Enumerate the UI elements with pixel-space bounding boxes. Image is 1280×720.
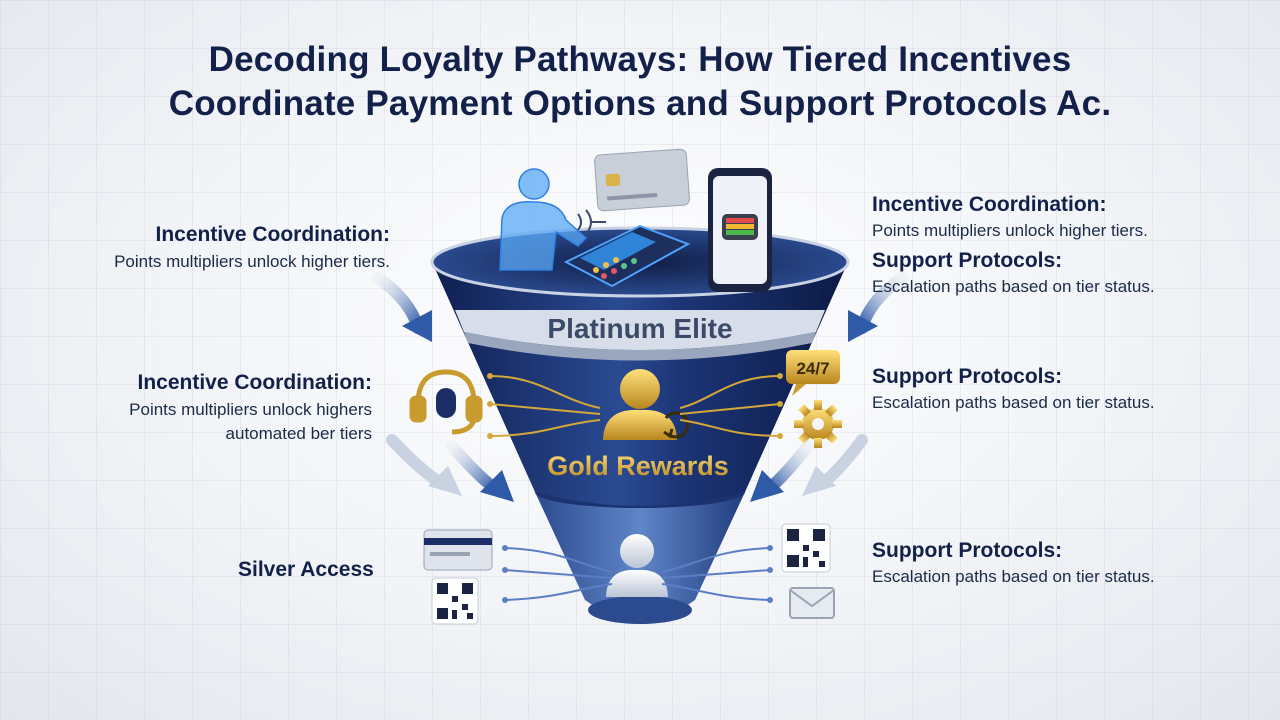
right-block-4-body: Escalation paths based on tier status. — [872, 567, 1155, 586]
gold-connector-lines — [489, 375, 781, 437]
contactless-icon — [577, 209, 606, 235]
badge-text: 24/7 — [796, 359, 829, 378]
silver-user-icon — [606, 534, 668, 597]
tier-label-silver: Silver Access — [238, 558, 374, 581]
title-line-2: Coordinate Payment Options and Support P… — [168, 84, 1112, 123]
headset-icon — [409, 369, 483, 435]
right-block-2: Support Protocols: Escalation paths base… — [872, 248, 1155, 298]
payment-terminal-icon — [563, 224, 691, 288]
right-block-3-body: Escalation paths based on tier status. — [872, 393, 1155, 412]
arrow-right-upper — [848, 272, 908, 342]
left-block-2-body-line-1: Points multipliers unlock highers — [129, 400, 372, 419]
right-block-4-heading: Support Protocols: — [872, 539, 1063, 562]
left-block-1-body: Points multipliers unlock higher tiers. — [114, 252, 390, 271]
left-block-2-heading: Incentive Coordination: — [137, 371, 372, 394]
silver-card-icon — [423, 529, 493, 571]
tier-label-gold: Gold Rewards — [547, 451, 729, 481]
right-block-3: Support Protocols: Escalation paths base… — [872, 364, 1155, 414]
arrow-left-lower-light — [386, 434, 462, 496]
left-block-1: Incentive Coordination: Points multiplie… — [60, 222, 390, 273]
left-block-1-heading: Incentive Coordination: — [155, 223, 390, 246]
platinum-band — [455, 310, 825, 350]
page-title: Decoding Loyalty Pathways: How Tiered In… — [0, 38, 1280, 126]
credit-card-icon — [594, 148, 690, 212]
title-line-1: Decoding Loyalty Pathways: How Tiered In… — [208, 40, 1072, 79]
right-block-1-heading: Incentive Coordination: — [872, 193, 1107, 216]
qr-code-right-icon — [781, 523, 831, 573]
arrow-left-lower — [446, 440, 514, 502]
right-block-1-body: Points multipliers unlock higher tiers. — [872, 221, 1148, 240]
hologram-person-icon — [499, 168, 588, 271]
smartphone-wallet-icon — [708, 168, 772, 292]
right-block-1: Incentive Coordination: Points multiplie… — [872, 192, 1148, 242]
support-24-7-badge: 24/7 — [786, 350, 840, 396]
left-block-2: Incentive Coordination: Points multiplie… — [40, 370, 372, 445]
right-block-2-heading: Support Protocols: — [872, 249, 1063, 272]
right-block-4: Support Protocols: Escalation paths base… — [872, 538, 1155, 588]
left-block-2-body-line-2: automated ber tiers — [225, 424, 372, 443]
silver-connector-lines — [504, 547, 771, 601]
arrow-left-upper — [372, 272, 432, 342]
qr-code-left-icon — [431, 577, 479, 625]
envelope-icon — [789, 587, 835, 619]
arrow-right-lower-light — [802, 434, 868, 496]
gold-user-icon — [603, 369, 690, 440]
arrow-right-lower — [750, 440, 814, 502]
right-block-2-body: Escalation paths based on tier status. — [872, 277, 1155, 296]
gear-icon — [794, 400, 842, 448]
tier-label-platinum: Platinum Elite — [547, 313, 732, 344]
right-block-3-heading: Support Protocols: — [872, 365, 1063, 388]
